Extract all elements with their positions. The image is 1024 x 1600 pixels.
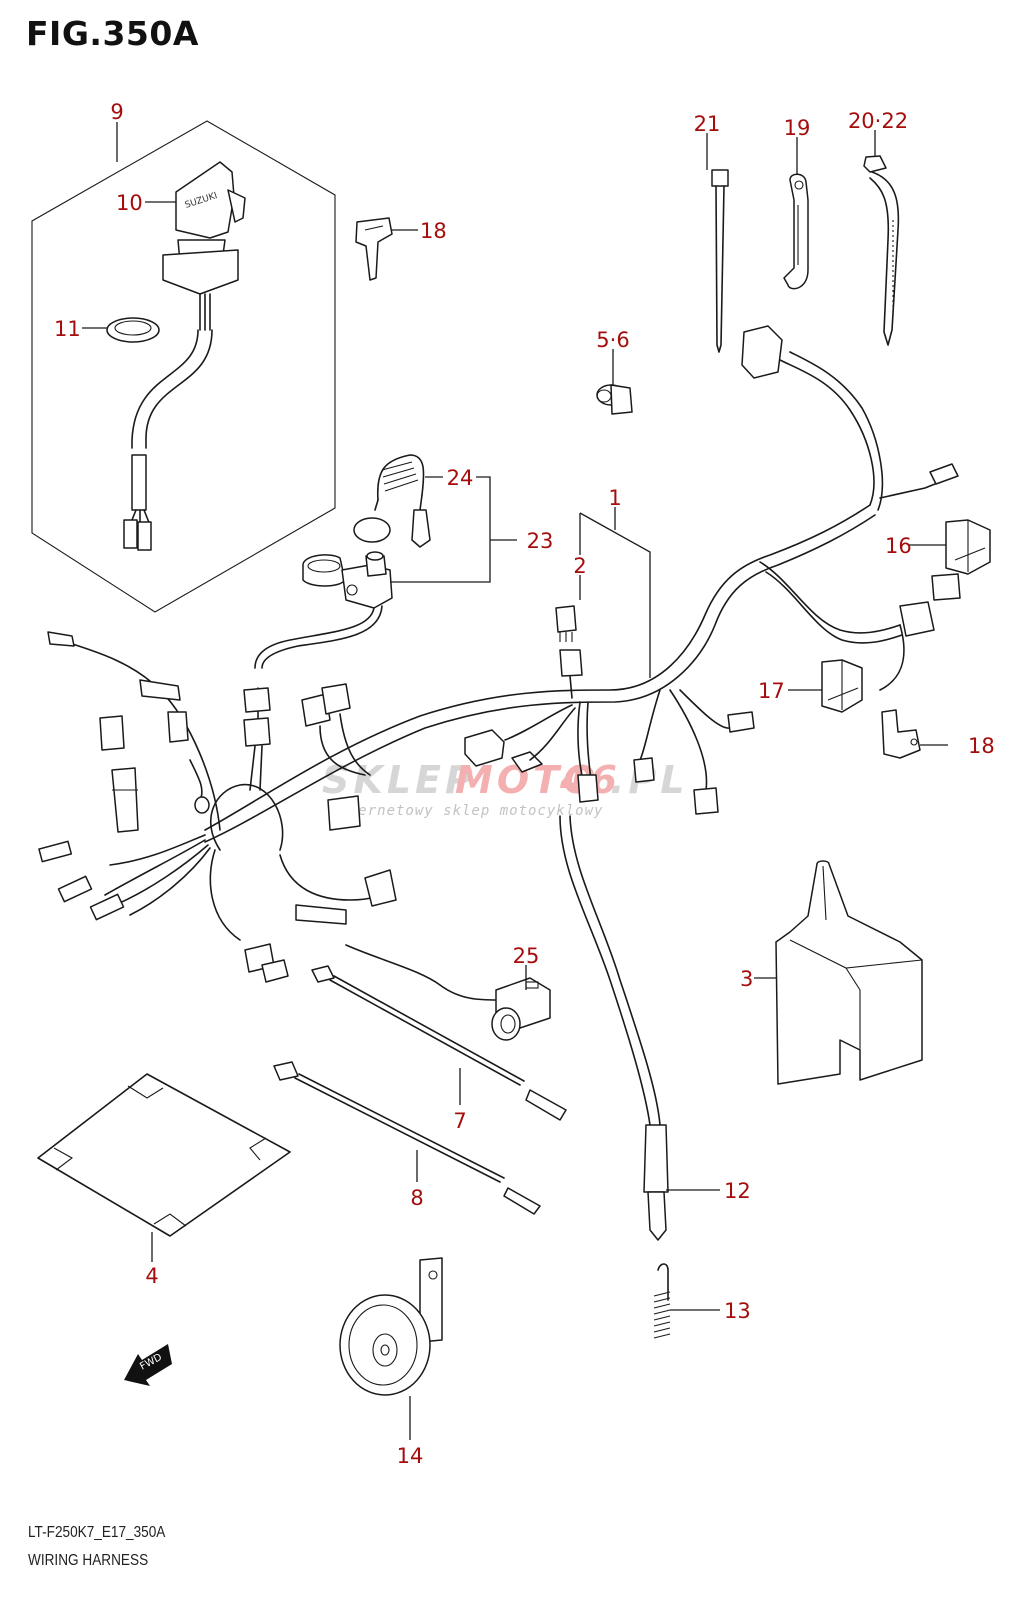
forward-arrow-icon: FWD (124, 1344, 172, 1386)
callout-14: 14 (397, 1444, 424, 1468)
ignition-switch-kit-outline (31, 120, 336, 613)
callout-9: 9 (110, 100, 123, 124)
callout-20-22: 20·22 (848, 109, 908, 133)
cable-band[interactable] (863, 155, 900, 346)
callout-24: 24 (447, 466, 474, 490)
watermark-part1: SKLEP (322, 758, 477, 802)
callout-4: 4 (145, 1264, 158, 1288)
callout-23: 23 (527, 529, 554, 553)
figure-name: WIRING HARNESS (28, 1552, 149, 1569)
callout-18: 18 (420, 219, 447, 243)
callout-3: 3 (740, 967, 753, 991)
callout-11: 11 (54, 317, 81, 341)
main-wiring-harness[interactable] (38, 325, 961, 1001)
callout-10: 10 (116, 191, 143, 215)
relay-16[interactable] (821, 659, 863, 713)
leader-lines (82, 122, 948, 1440)
bracket-17[interactable] (881, 709, 921, 759)
watermark: SKLEP MOTO 46 .PL internetowy sklep moto… (322, 758, 685, 819)
callout-5-6: 5·6 (596, 328, 629, 352)
callout-7: 7 (453, 1109, 466, 1133)
callout-17: 18 (968, 734, 995, 758)
callout-13: 13 (724, 1299, 751, 1323)
callout-19: 19 (784, 116, 811, 140)
harness-clamp[interactable] (596, 384, 633, 415)
insulation-sheet[interactable] (37, 1073, 291, 1237)
protective-cover[interactable] (775, 860, 923, 1085)
cable-tie-straight[interactable] (711, 169, 729, 353)
watermark-subtitle: internetowy sklep motocyklowy (330, 803, 603, 819)
clamp-strap[interactable] (783, 173, 809, 290)
callout-8: 8 (410, 1186, 423, 1210)
spring[interactable] (653, 1263, 671, 1339)
callout-12: 12 (724, 1179, 751, 1203)
callout-labels: 9 10 11 18 21 19 20·22 5·6 24 23 1 2 16 … (54, 100, 995, 1468)
ignition-switch[interactable]: SUZUKI (123, 161, 246, 551)
callout-1: 1 (608, 486, 621, 510)
ignition-key[interactable] (355, 217, 393, 281)
gear-position-switch[interactable] (559, 815, 669, 1241)
lead-wire-8[interactable] (273, 1061, 541, 1215)
relay-15[interactable] (945, 519, 991, 575)
engine-stop-switch[interactable] (254, 551, 393, 669)
callout-15: 16 (885, 534, 912, 558)
lead-wire-7[interactable] (311, 965, 567, 1121)
callout-21: 21 (694, 112, 721, 136)
lock-nut[interactable] (106, 317, 160, 343)
horn[interactable] (339, 1257, 443, 1396)
callout-2: 2 (573, 554, 586, 578)
callout-25: 25 (513, 944, 540, 968)
figure-title: FIG.350A (26, 14, 199, 53)
engine-stop-lanyard[interactable] (353, 454, 431, 548)
callout-16: 17 (758, 679, 785, 703)
handlebar-switch[interactable] (491, 977, 551, 1041)
figure-code: LT-F250K7_E17_350A (28, 1524, 166, 1541)
